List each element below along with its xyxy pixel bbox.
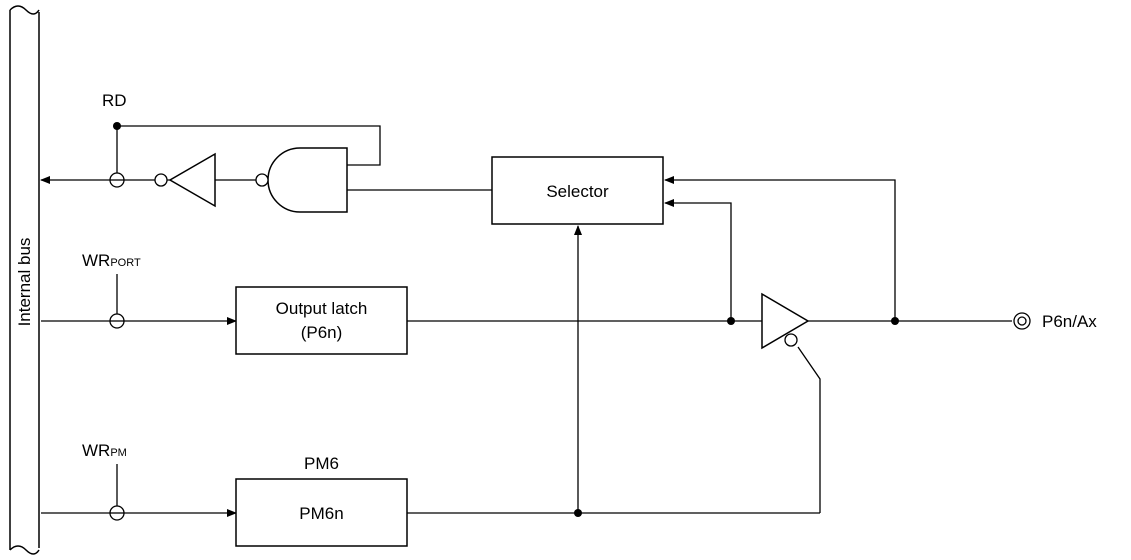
pin-terminal-inner [1017,316,1027,326]
output-buffer-symbol [761,292,810,350]
pm-register-block [235,478,408,547]
wr-port-signal-label: WRPORT [82,251,141,270]
wr-pm-path [41,464,237,517]
rd-signal-label: RD [102,91,127,110]
wr-port-path [41,274,237,325]
pm-control-path [407,225,821,514]
pm-register-title: PM6 [304,454,339,473]
output-path [407,176,1012,322]
read-buffer-symbol [168,152,216,208]
rd-junction-dot [113,122,121,130]
latch-junction-dot [727,317,735,325]
pm-junction-dot [574,509,582,517]
and-gate-symbol [267,147,348,213]
internal-bus-label: Internal bus [15,238,34,327]
pin-label: P6n/Ax [1042,312,1097,331]
internal-bus: Internal bus [9,5,40,555]
output-latch-block [235,286,408,355]
output-latch-label-line2: (P6n) [301,323,343,342]
selector-block [491,156,664,225]
output-latch-label-line1: Output latch [276,299,368,318]
wr-pm-signal-label: WRPM [82,441,127,460]
selector-label: Selector [546,182,609,201]
pm-register-label: PM6n [299,504,343,523]
output-buffer-enable-bubble [784,333,798,347]
read-buffer-invert-bubble [154,173,168,187]
and-gate-invert-bubble [255,173,269,187]
pin-junction-dot [891,317,899,325]
